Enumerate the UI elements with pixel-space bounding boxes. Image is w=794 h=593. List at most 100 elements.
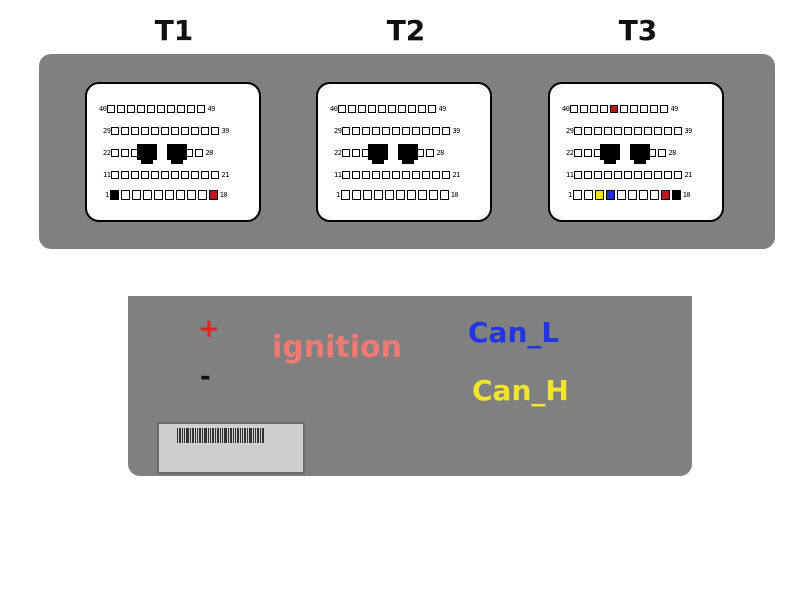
pin-red xyxy=(208,190,218,200)
barcode-bar xyxy=(249,428,252,443)
pin xyxy=(402,171,411,179)
pin xyxy=(382,171,391,179)
pin xyxy=(402,127,411,135)
pin xyxy=(660,105,669,113)
connector-title-t2: T2 xyxy=(386,14,426,47)
pin-number-end: 21 xyxy=(452,171,460,179)
pin xyxy=(627,190,637,200)
barcode-label xyxy=(157,422,305,474)
pin xyxy=(352,149,361,157)
pin xyxy=(616,190,626,200)
pin xyxy=(584,171,593,179)
pin xyxy=(624,127,633,135)
barcode-bar xyxy=(215,428,216,443)
barcode-bar xyxy=(253,428,254,443)
pin xyxy=(590,105,599,113)
pin xyxy=(649,190,659,200)
pin xyxy=(428,105,437,113)
pin xyxy=(107,105,116,113)
control-module: + - ignition Can_L Can_H xyxy=(128,296,692,476)
pin xyxy=(358,105,367,113)
pin xyxy=(362,127,371,135)
pin xyxy=(574,149,583,157)
pin xyxy=(634,171,643,179)
pin-number-start: 40 xyxy=(330,105,338,113)
pin xyxy=(195,149,204,157)
pin-number-end: 39 xyxy=(452,127,460,135)
pin xyxy=(147,105,156,113)
connector-key xyxy=(167,144,187,164)
barcode-bar xyxy=(260,428,261,443)
barcode-bar xyxy=(210,428,211,443)
pin-number-start: 1 xyxy=(105,191,109,199)
barcode-bar xyxy=(247,428,248,443)
pin xyxy=(372,127,381,135)
pin xyxy=(348,105,357,113)
pin-number-end: 10 xyxy=(450,191,459,199)
pin xyxy=(614,127,623,135)
pin xyxy=(141,171,150,179)
pin xyxy=(417,190,427,200)
barcode-bar xyxy=(240,428,241,443)
connector-key xyxy=(368,144,388,164)
pin xyxy=(600,105,609,113)
pin xyxy=(342,127,351,135)
pin xyxy=(127,105,136,113)
pin xyxy=(644,127,653,135)
pin xyxy=(594,171,603,179)
pin xyxy=(650,105,659,113)
connector-key xyxy=(630,144,650,164)
pin-number-start: 11 xyxy=(566,171,574,179)
pin xyxy=(121,127,130,135)
pin xyxy=(151,127,160,135)
barcode-bar xyxy=(186,428,189,443)
pin xyxy=(372,171,381,179)
pin xyxy=(161,127,170,135)
pin xyxy=(111,171,120,179)
pin xyxy=(120,190,130,200)
pin xyxy=(121,149,130,157)
barcode-bar xyxy=(224,428,227,443)
barcode-bar xyxy=(242,428,243,443)
pin xyxy=(398,105,407,113)
pin xyxy=(131,171,140,179)
pin xyxy=(181,127,190,135)
pin xyxy=(584,127,593,135)
barcode-bar xyxy=(222,428,223,443)
barcode-bar xyxy=(237,428,239,443)
barcode-bar xyxy=(235,428,236,443)
pin-number-start: 22 xyxy=(334,149,342,157)
pin xyxy=(388,105,397,113)
pin xyxy=(604,127,613,135)
pin-number-end: 39 xyxy=(221,127,229,135)
barcode-bar xyxy=(244,428,246,443)
legend-ignition: ignition xyxy=(272,330,402,365)
pin xyxy=(384,190,394,200)
pin xyxy=(362,190,372,200)
barcode-bar xyxy=(212,428,214,443)
pin xyxy=(426,149,435,157)
pin xyxy=(164,190,174,200)
pin xyxy=(674,171,683,179)
pin xyxy=(574,171,583,179)
barcode-bar xyxy=(199,428,201,443)
pin xyxy=(580,105,589,113)
pin xyxy=(167,105,176,113)
pin xyxy=(570,105,579,113)
pin xyxy=(439,190,449,200)
pin-number-start: 40 xyxy=(562,105,570,113)
pin xyxy=(674,127,683,135)
pin xyxy=(201,171,210,179)
barcode-bar xyxy=(220,428,221,443)
pin-number-end: 49 xyxy=(207,105,215,113)
pin xyxy=(422,127,431,135)
pin xyxy=(137,105,146,113)
